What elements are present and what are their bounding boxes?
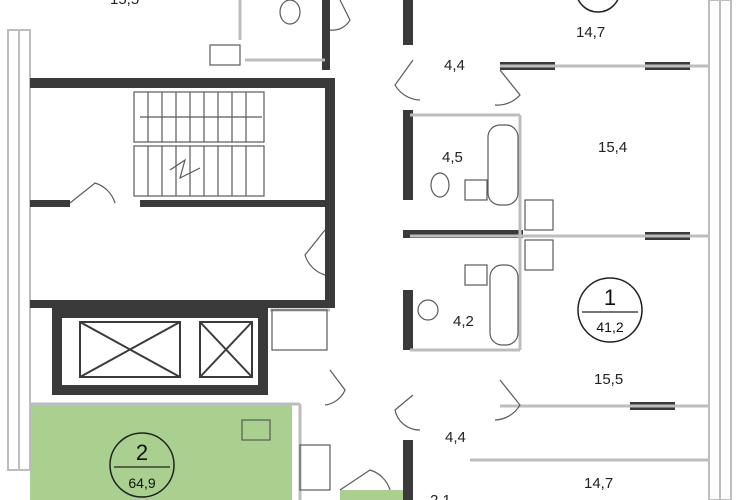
elevator-shafts — [79, 321, 253, 378]
apartment-2-number: 2 — [136, 440, 148, 465]
apartment-badge-top-partial[interactable] — [576, 0, 620, 13]
apartment-2-corridor-highlight — [340, 490, 410, 500]
room-area-room-lower: 15,5 — [594, 371, 623, 388]
apartment-1-badge[interactable]: 1 41,2 — [577, 277, 643, 343]
room-area-bottom-partial: 2,1 — [430, 492, 451, 500]
exterior-left-wall — [7, 29, 31, 471]
room-area-bath-upper: 4,5 — [442, 149, 463, 166]
staircase — [133, 91, 265, 197]
room-area-bath-lower: 4,2 — [453, 313, 474, 330]
room-area-room-upper: 15,4 — [598, 139, 627, 156]
exterior-right-wall — [708, 0, 732, 500]
apartment-2-area: 64,9 — [128, 475, 155, 491]
room-area-hall-lower: 4,4 — [445, 429, 466, 446]
bathroom-fixtures — [209, 0, 554, 491]
apartment-2-badge[interactable]: 2 64,9 — [109, 432, 175, 498]
room-area-top-left: 15,5 — [110, 0, 139, 8]
room-area-room-bottom: 14,7 — [584, 475, 613, 492]
room-area-top-right: 14,7 — [576, 24, 605, 41]
doors — [69, 0, 521, 491]
apartment-1-number: 1 — [604, 285, 616, 310]
room-area-hall-top: 4,4 — [444, 57, 465, 74]
apartment-1-area: 41,2 — [596, 319, 623, 335]
